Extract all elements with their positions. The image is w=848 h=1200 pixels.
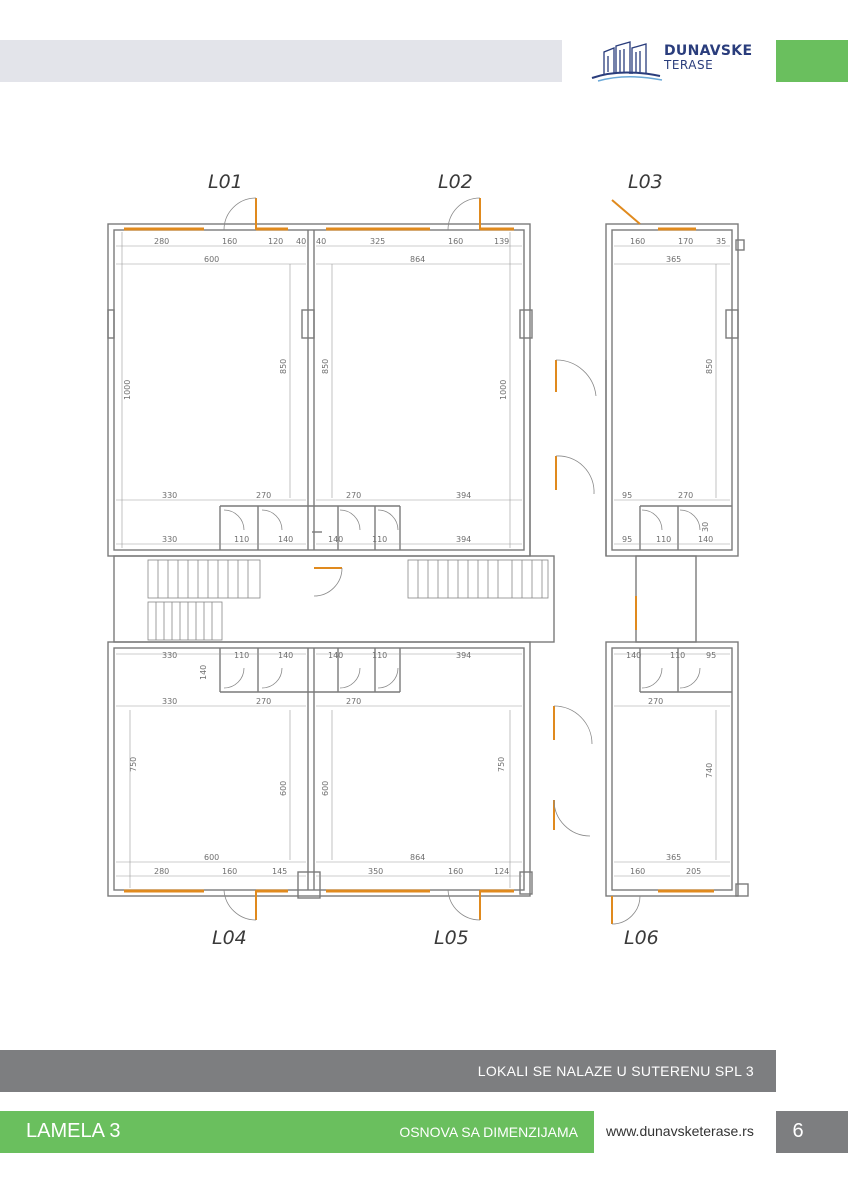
dim-text: 350	[368, 867, 383, 876]
dim-text: 600	[279, 781, 288, 796]
unit-label-l01: L01	[208, 171, 243, 193]
dim-text: 160	[448, 237, 463, 246]
dim-text: 160	[222, 237, 237, 246]
dim-text: 160	[448, 867, 463, 876]
dim-text: 864	[410, 255, 425, 264]
dim-text: 160	[630, 867, 645, 876]
logo-line-2: TERASE	[664, 58, 714, 72]
dim-text: 40	[296, 237, 306, 246]
dim-text: 160	[630, 237, 645, 246]
dim-text: 600	[204, 853, 219, 862]
dim-text: 1000	[499, 380, 508, 400]
dim-text: 140	[199, 665, 208, 680]
dim-text: 850	[279, 359, 288, 374]
unit-label-l06: L06	[624, 927, 659, 949]
dim-text: 110	[656, 535, 671, 544]
dim-text: 330	[162, 535, 177, 544]
dimension-lines	[116, 232, 730, 888]
dim-text: 394	[456, 491, 471, 500]
dim-text: 110	[372, 535, 387, 544]
basement-note: LOKALI SE NALAZE U SUTERENU SPL 3	[477, 1063, 754, 1079]
dim-text: 140	[698, 535, 713, 544]
dim-text: 280	[154, 867, 169, 876]
dim-text: 270	[648, 697, 663, 706]
dim-text: 270	[678, 491, 693, 500]
dim-text: 325	[370, 237, 385, 246]
doors	[223, 197, 701, 925]
dim-text: 110	[670, 651, 685, 660]
dim-text: 270	[256, 697, 271, 706]
dim-text: 600	[321, 781, 330, 796]
dim-text: 1000	[123, 380, 132, 400]
dim-text: 750	[497, 757, 506, 772]
dim-text: 330	[162, 651, 177, 660]
dim-text: 120	[268, 237, 283, 246]
section-subtitle: OSNOVA SA DIMENZIJAMA	[399, 1124, 578, 1140]
header-band	[0, 40, 562, 82]
dim-text: 140	[278, 535, 293, 544]
dim-text: 110	[234, 535, 249, 544]
dim-text: 365	[666, 853, 681, 862]
dim-text: 30	[701, 522, 710, 532]
dim-text: 330	[162, 697, 177, 706]
dim-text: 280	[154, 237, 169, 246]
dim-text: 110	[372, 651, 387, 660]
dim-text: 95	[622, 535, 632, 544]
dim-text: 124	[494, 867, 509, 876]
logo-wordmark: DUNAVSKE TERASE	[664, 44, 752, 72]
dim-text: 139	[494, 237, 509, 246]
dim-text: 95	[706, 651, 716, 660]
dim-text: 140	[328, 651, 343, 660]
dim-text: 35	[716, 237, 726, 246]
dim-text: 750	[129, 757, 138, 772]
dim-text: 365	[666, 255, 681, 264]
dim-text: 864	[410, 853, 425, 862]
dim-text: 145	[272, 867, 287, 876]
unit-label-l05: L05	[434, 927, 469, 949]
unit-label-l03: L03	[628, 171, 663, 193]
glazing	[124, 227, 714, 893]
footer-band: LAMELA 3 OSNOVA SA DIMENZIJAMA	[0, 1111, 594, 1153]
dim-text: 170	[678, 237, 693, 246]
dim-text: 394	[456, 535, 471, 544]
dim-text: 600	[204, 255, 219, 264]
dim-text: 270	[256, 491, 271, 500]
dim-text: 110	[234, 651, 249, 660]
logo-line-1: DUNAVSKE	[664, 43, 753, 59]
dim-text: 160	[222, 867, 237, 876]
staircases	[147, 559, 549, 641]
unit-label-l04: L04	[212, 927, 247, 949]
dim-text: 394	[456, 651, 471, 660]
dim-text: 330	[162, 491, 177, 500]
note-band: LOKALI SE NALAZE U SUTERENU SPL 3	[0, 1050, 776, 1092]
header-accent	[776, 40, 848, 82]
dim-text: 40	[316, 237, 326, 246]
page-number-box: 6	[776, 1111, 848, 1153]
dim-text: 270	[346, 491, 361, 500]
dim-text: 95	[622, 491, 632, 500]
dim-text: 850	[705, 359, 714, 374]
dim-text: 205	[686, 867, 701, 876]
section-title: LAMELA 3	[26, 1120, 121, 1142]
dim-text: 740	[705, 763, 714, 778]
logo-buildings-icon	[591, 41, 663, 82]
website-link[interactable]: www.dunavsketerase.rs	[606, 1123, 754, 1139]
dim-text: 140	[626, 651, 641, 660]
floor-plan: L01 L02 L03 L04 L05 L06 280 160 120 40 6…	[107, 171, 749, 949]
unit-label-l02: L02	[438, 171, 473, 193]
dim-text: 270	[346, 697, 361, 706]
dim-text: 850	[321, 359, 330, 374]
dim-text: 140	[278, 651, 293, 660]
page-number: 6	[792, 1120, 804, 1142]
dim-text: 140	[328, 535, 343, 544]
